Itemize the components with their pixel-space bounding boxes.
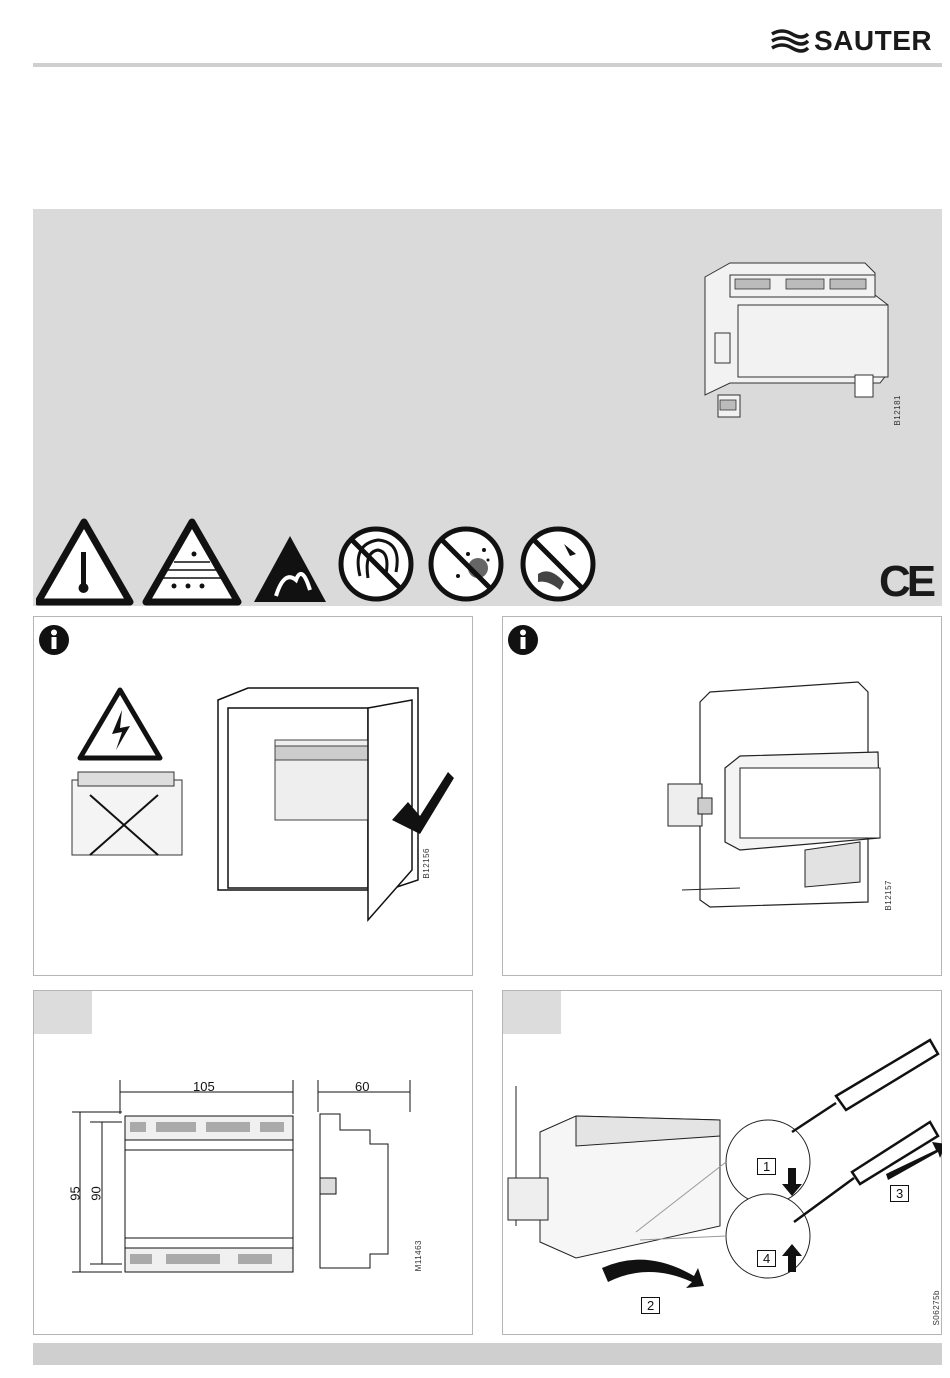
removal-image-code: S06275b: [932, 1290, 941, 1326]
ce-mark: CE: [879, 560, 932, 604]
warning-icons-row: [36, 518, 601, 608]
din-rail-illustration: [660, 672, 890, 912]
device-illustration: [690, 255, 910, 430]
info-icon: [507, 624, 539, 656]
footer-bar: [33, 1343, 942, 1365]
step-4-label: 4: [757, 1250, 776, 1267]
removal-tab: [503, 991, 561, 1034]
rail-image-code: B12157: [884, 880, 893, 911]
no-magnetic-field-icon: [341, 529, 411, 599]
dimension-height-inner: 90: [89, 1186, 104, 1200]
brand-logo: SAUTER: [770, 24, 942, 58]
dimension-height-outer: 95: [68, 1186, 83, 1200]
dimension-width: 105: [193, 1079, 215, 1094]
cabinet-installation-illustration: [60, 680, 460, 930]
temperature-warning-icon: [38, 522, 130, 602]
high-voltage-warning-icon: [80, 690, 160, 758]
uncased-device-crossed: [72, 772, 182, 855]
cabinet-outline: [218, 688, 418, 920]
dimension-drawing: [70, 1078, 420, 1278]
header-rule: [33, 63, 942, 67]
dimension-image-code: M11463: [414, 1240, 423, 1271]
sauter-wave-icon: [770, 26, 810, 56]
info-icon: [38, 624, 70, 656]
dimensions-tab: [34, 991, 92, 1034]
brand-name: SAUTER: [814, 25, 932, 57]
no-impact-icon: [523, 529, 593, 599]
no-dust-icon: [431, 529, 501, 599]
moisture-warning-icon: [146, 522, 238, 602]
product-image-code: B12181: [893, 395, 902, 426]
esd-warning-icon: [254, 536, 326, 602]
cabinet-image-code: B12156: [422, 848, 431, 879]
step-1-label: 1: [757, 1158, 776, 1175]
dimension-depth: 60: [355, 1079, 369, 1094]
step-2-label: 2: [641, 1297, 660, 1314]
removal-illustration: [506, 1036, 942, 1316]
step-3-label: 3: [890, 1185, 909, 1202]
rotate-arrow-icon: [602, 1260, 704, 1288]
